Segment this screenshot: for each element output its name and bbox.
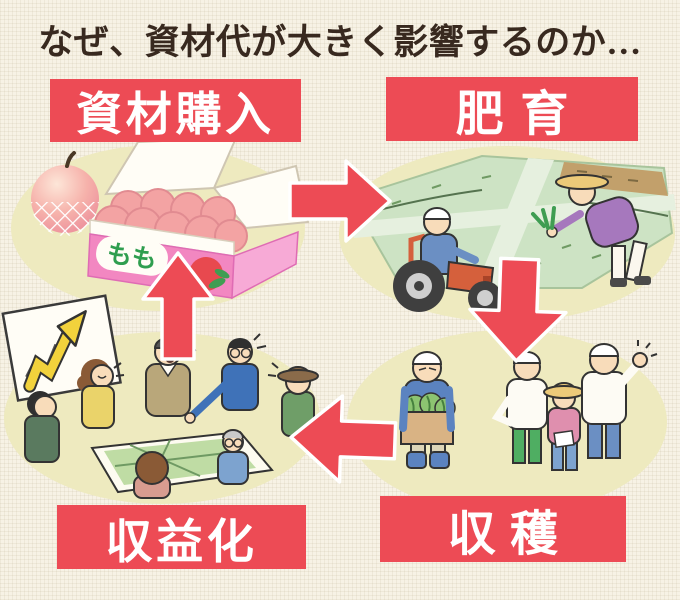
person-elderly-glasses (217, 429, 249, 485)
brand-label: もも (96, 236, 168, 276)
farmer-trio (491, 340, 658, 471)
farmer-thumbs-up (581, 340, 658, 459)
cycle-arrow-down-icon (468, 256, 568, 363)
harvest-box-icon (400, 411, 454, 445)
sparkle-marks (637, 340, 658, 357)
person-blue-pointing (184, 333, 267, 424)
person-dark-green (24, 391, 60, 463)
step-label-materials-purchase: 資材購入 (50, 79, 301, 142)
glasses-icon (224, 438, 243, 448)
monetization-scene-illustration (1, 294, 320, 504)
page-title: なぜ、資材代が大きく影響するのか… (38, 23, 642, 62)
harvest-scene-illustration (347, 330, 667, 514)
meeting-group (24, 333, 319, 499)
glasses-icon (229, 347, 252, 359)
growth-chart-icon (1, 294, 122, 402)
seedling-icon (531, 206, 556, 230)
straw-hat-icon (543, 385, 585, 399)
cycle-arrow-up-icon (141, 251, 215, 361)
tractor-farmer (393, 207, 502, 315)
cycle-arrow-right-icon (288, 159, 392, 243)
farmer-white-shirt (491, 351, 548, 464)
planting-farmer (531, 174, 651, 287)
step-label-monetization: 収益化 (57, 505, 306, 569)
farmer-pink-shirt (543, 382, 585, 471)
cycle-arrow-left-icon (289, 394, 398, 484)
step-label-growing: 肥育 (386, 77, 638, 141)
straw-hat-icon (555, 174, 609, 190)
brown-hat-icon (277, 369, 319, 383)
person-back-view-woman (133, 451, 171, 499)
produce-carrier-farmer (399, 351, 456, 469)
person-yellow-woman (77, 359, 125, 429)
white-cap-icon (411, 351, 443, 365)
white-cap-icon (422, 207, 452, 220)
step-label-harvest: 収穫 (380, 496, 626, 562)
thumbs-up-fist (632, 352, 648, 368)
netted-peach-icon (31, 151, 99, 236)
white-cap-icon (588, 343, 620, 357)
growing-scene-illustration (339, 146, 676, 320)
